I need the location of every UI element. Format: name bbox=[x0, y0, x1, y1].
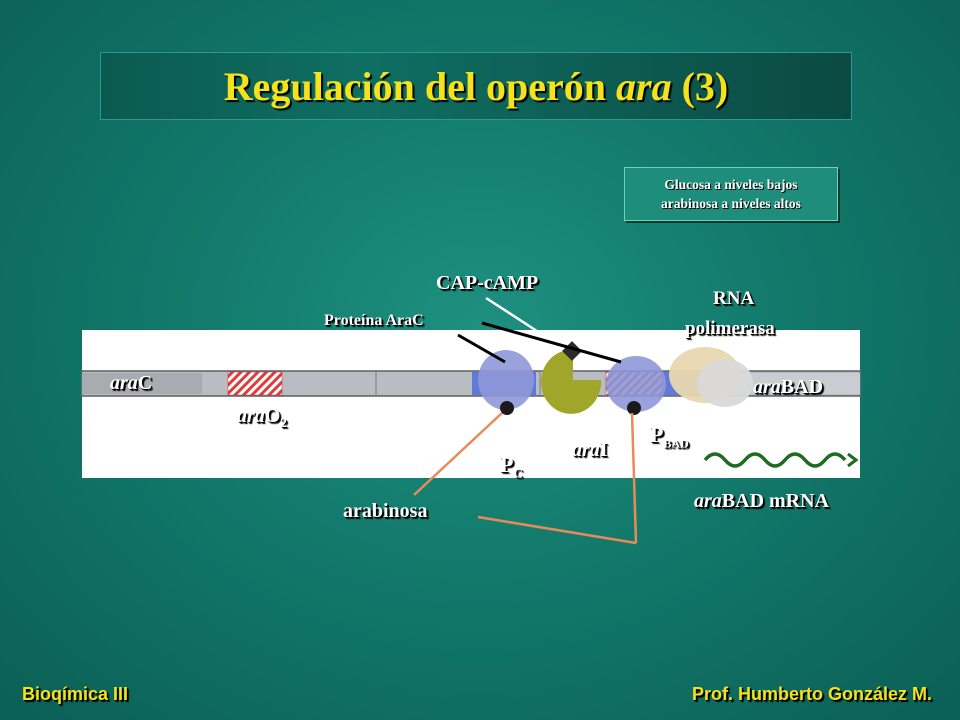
arabinosa-pointer-1 bbox=[413, 412, 503, 496]
cap-camp-protein bbox=[541, 349, 602, 414]
arao2-site bbox=[227, 371, 283, 396]
arabinose-dot-right bbox=[627, 401, 641, 415]
footer-course: Bioqímica III bbox=[22, 684, 129, 704]
label-pbad: PBAD bbox=[650, 422, 689, 451]
label-arabinosa: arabinosa bbox=[343, 500, 428, 522]
footer-author: Prof. Humberto González M. bbox=[691, 684, 932, 704]
mrna-arrowhead bbox=[847, 452, 859, 468]
label-arai: araI bbox=[572, 439, 608, 461]
label-proteina-arac: Proteína AraC bbox=[324, 312, 424, 329]
arabinosa-pointer-2 bbox=[477, 515, 637, 545]
label-cap-camp: CAP-cAMP bbox=[436, 272, 539, 294]
condition-line-1: Glucosa a niveles bajos bbox=[664, 177, 798, 192]
arabinose-dot-left bbox=[500, 401, 514, 415]
label-arac: araC bbox=[110, 372, 153, 394]
arac-protein-right bbox=[606, 356, 666, 412]
arac-pointer-1 bbox=[457, 333, 506, 364]
mrna-wave bbox=[703, 452, 847, 468]
label-pc: PC bbox=[500, 452, 523, 481]
arac-gene bbox=[82, 373, 202, 394]
label-arao2: araO2 bbox=[237, 405, 287, 430]
slide-title: Regulación del operón ara (3) bbox=[223, 63, 729, 109]
arabinosa-pointer-3 bbox=[630, 412, 638, 544]
diagram-panel bbox=[82, 330, 860, 478]
title-banner: Regulación del operón ara (3) bbox=[100, 52, 852, 120]
condition-box: Glucosa a niveles bajos arabinosa a nive… bbox=[624, 167, 838, 221]
label-arabad-mrna: araBAD mRNA bbox=[694, 490, 830, 512]
arac-pointer-2 bbox=[481, 321, 622, 364]
cap-pointer bbox=[485, 296, 541, 335]
label-rna-pol-2: polimerasa bbox=[685, 318, 775, 339]
label-arabad: araBAD bbox=[753, 376, 824, 398]
label-rna-pol-1: RNA bbox=[713, 288, 755, 309]
condition-line-2: arabinosa a niveles altos bbox=[661, 196, 801, 211]
arac-protein-left bbox=[478, 350, 534, 410]
